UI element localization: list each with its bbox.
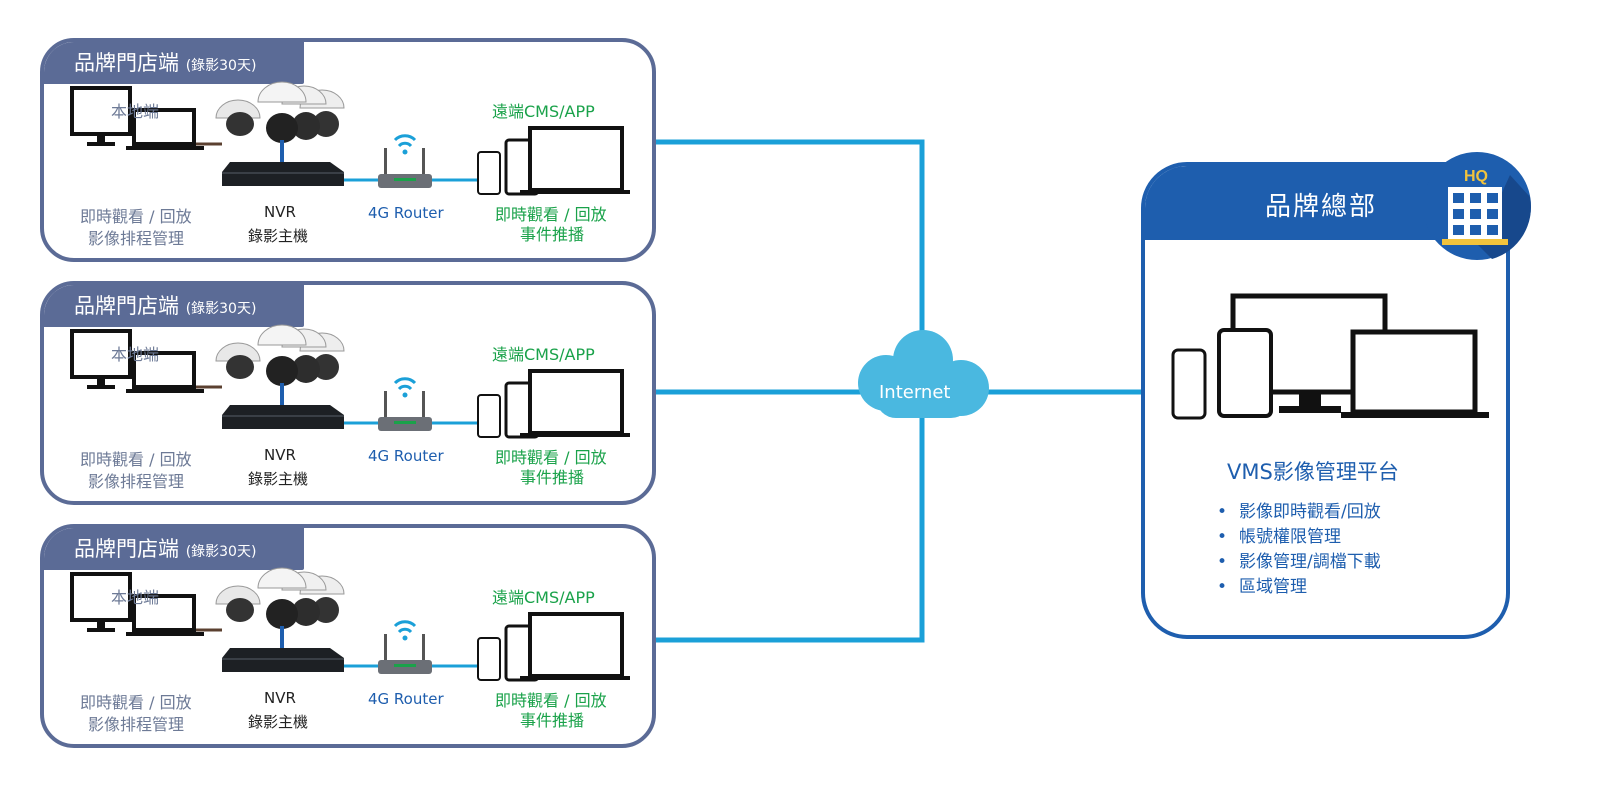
feature-item: 影像管理/調檔下載 (1217, 550, 1381, 575)
cloud-icon (858, 330, 989, 418)
internet-label: Internet (879, 382, 951, 403)
local-label: 本地端 (111, 588, 160, 607)
building-icon: HQ (1423, 152, 1531, 260)
hq-title: 品牌總部 (1265, 192, 1378, 222)
platform-title: VMS影像管理平台 (1227, 460, 1399, 484)
feature-item: 區域管理 (1217, 575, 1381, 600)
remote-function-2: 事件推播 (520, 711, 585, 730)
nvr-label-2: 錄影主機 (248, 713, 309, 731)
remote-function-1: 即時觀看 / 回放 (495, 691, 607, 710)
local-label: 本地端 (111, 102, 160, 121)
local-function-1: 即時觀看 / 回放 (80, 207, 192, 226)
local-function-1: 即時觀看 / 回放 (80, 693, 192, 712)
nvr-label-1: NVR (264, 446, 296, 464)
feature-list: 影像即時觀看/回放 帳號權限管理 影像管理/調檔下載 區域管理 (1217, 500, 1381, 600)
local-function-1: 即時觀看 / 回放 (80, 450, 192, 469)
router-label: 4G Router (368, 690, 444, 708)
laptop-icon (1341, 329, 1489, 418)
phone-icon (1171, 348, 1207, 420)
local-label: 本地端 (111, 345, 160, 364)
local-function-2: 影像排程管理 (88, 229, 185, 248)
feature-item: 影像即時觀看/回放 (1217, 500, 1381, 525)
nvr-label-1: NVR (264, 203, 296, 221)
store-title: 品牌門店端 (錄影30天) (44, 528, 304, 570)
nvr-label-1: NVR (264, 689, 296, 707)
hq-box: 品牌總部 VMS影像管理平台 影像即時觀看/回放 帳號權限管理 影像管理/調檔下… (1141, 162, 1510, 639)
local-function-2: 影像排程管理 (88, 715, 185, 734)
feature-item: 帳號權限管理 (1217, 525, 1381, 550)
remote-function-1: 即時觀看 / 回放 (495, 448, 607, 467)
remote-label: 遠端CMS/APP (492, 102, 595, 121)
remote-function-1: 即時觀看 / 回放 (495, 205, 607, 224)
remote-function-2: 事件推播 (520, 225, 585, 244)
router-label: 4G Router (368, 204, 444, 222)
remote-label: 遠端CMS/APP (492, 345, 595, 364)
remote-function-2: 事件推播 (520, 468, 585, 487)
store-title: 品牌門店端 (錄影30天) (44, 285, 304, 327)
router-label: 4G Router (368, 447, 444, 465)
local-function-2: 影像排程管理 (88, 472, 185, 491)
hq-badge-text: HQ (1464, 168, 1488, 185)
hq-devices (1171, 293, 1489, 420)
tablet-icon (1217, 328, 1273, 418)
remote-label: 遠端CMS/APP (492, 588, 595, 607)
nvr-label-2: 錄影主機 (248, 227, 309, 245)
store-title: 品牌門店端 (錄影30天) (44, 42, 304, 84)
nvr-label-2: 錄影主機 (248, 470, 309, 488)
